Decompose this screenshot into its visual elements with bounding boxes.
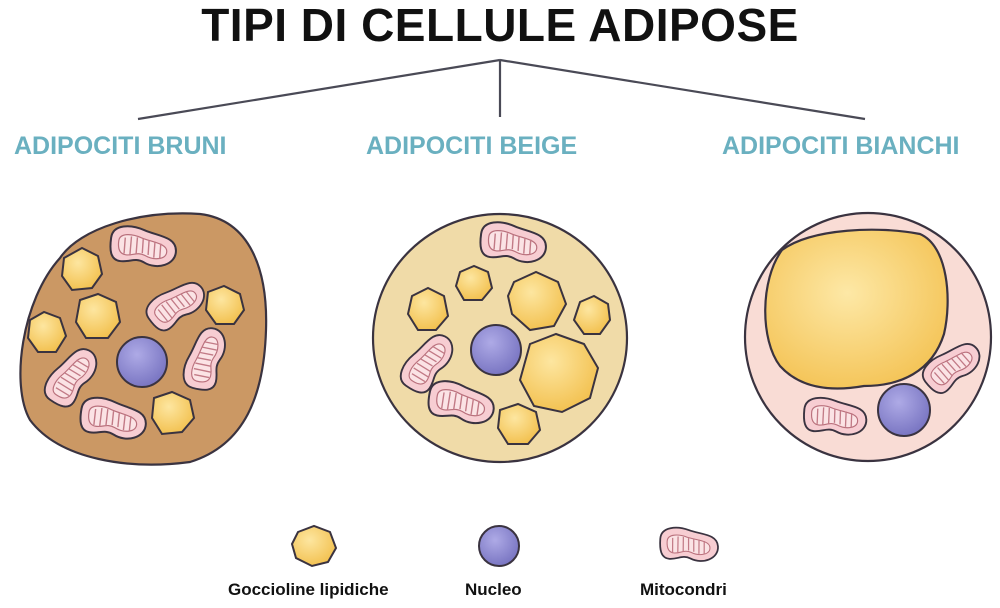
white-large-lipid-droplet [764, 228, 949, 390]
legend-nucleus-label: Nucleo [465, 580, 522, 599]
brown-adipocyte-cell [19, 212, 268, 466]
white-adipocyte-cell [743, 211, 993, 463]
legend-nucleus-icon [478, 525, 520, 567]
beige-nucleus [470, 324, 522, 376]
connector-lines [137, 58, 866, 121]
label-white-adipocytes: ADIPOCITI BIANCHI [722, 132, 960, 160]
brown-nucleus [116, 336, 168, 388]
legend-lipid-droplet-icon [290, 524, 338, 568]
legend [290, 524, 721, 568]
beige-lipid-droplets [406, 264, 612, 445]
legend-mitochondria-label: Mitocondri [640, 580, 727, 599]
legend-lipid-droplet-label: Goccioline lipidiche [228, 580, 389, 599]
diagram-title: TIPI DI CELLULE ADIPOSE [201, 0, 799, 51]
label-brown-adipocytes: ADIPOCITI BRUNI [14, 132, 227, 160]
label-beige-adipocytes: ADIPOCITI BEIGE [366, 132, 578, 160]
legend-mitochondria-icon [658, 525, 721, 564]
brown-lipid-droplets [26, 246, 246, 436]
white-nucleus [877, 383, 931, 437]
beige-adipocyte-cell [371, 212, 629, 464]
